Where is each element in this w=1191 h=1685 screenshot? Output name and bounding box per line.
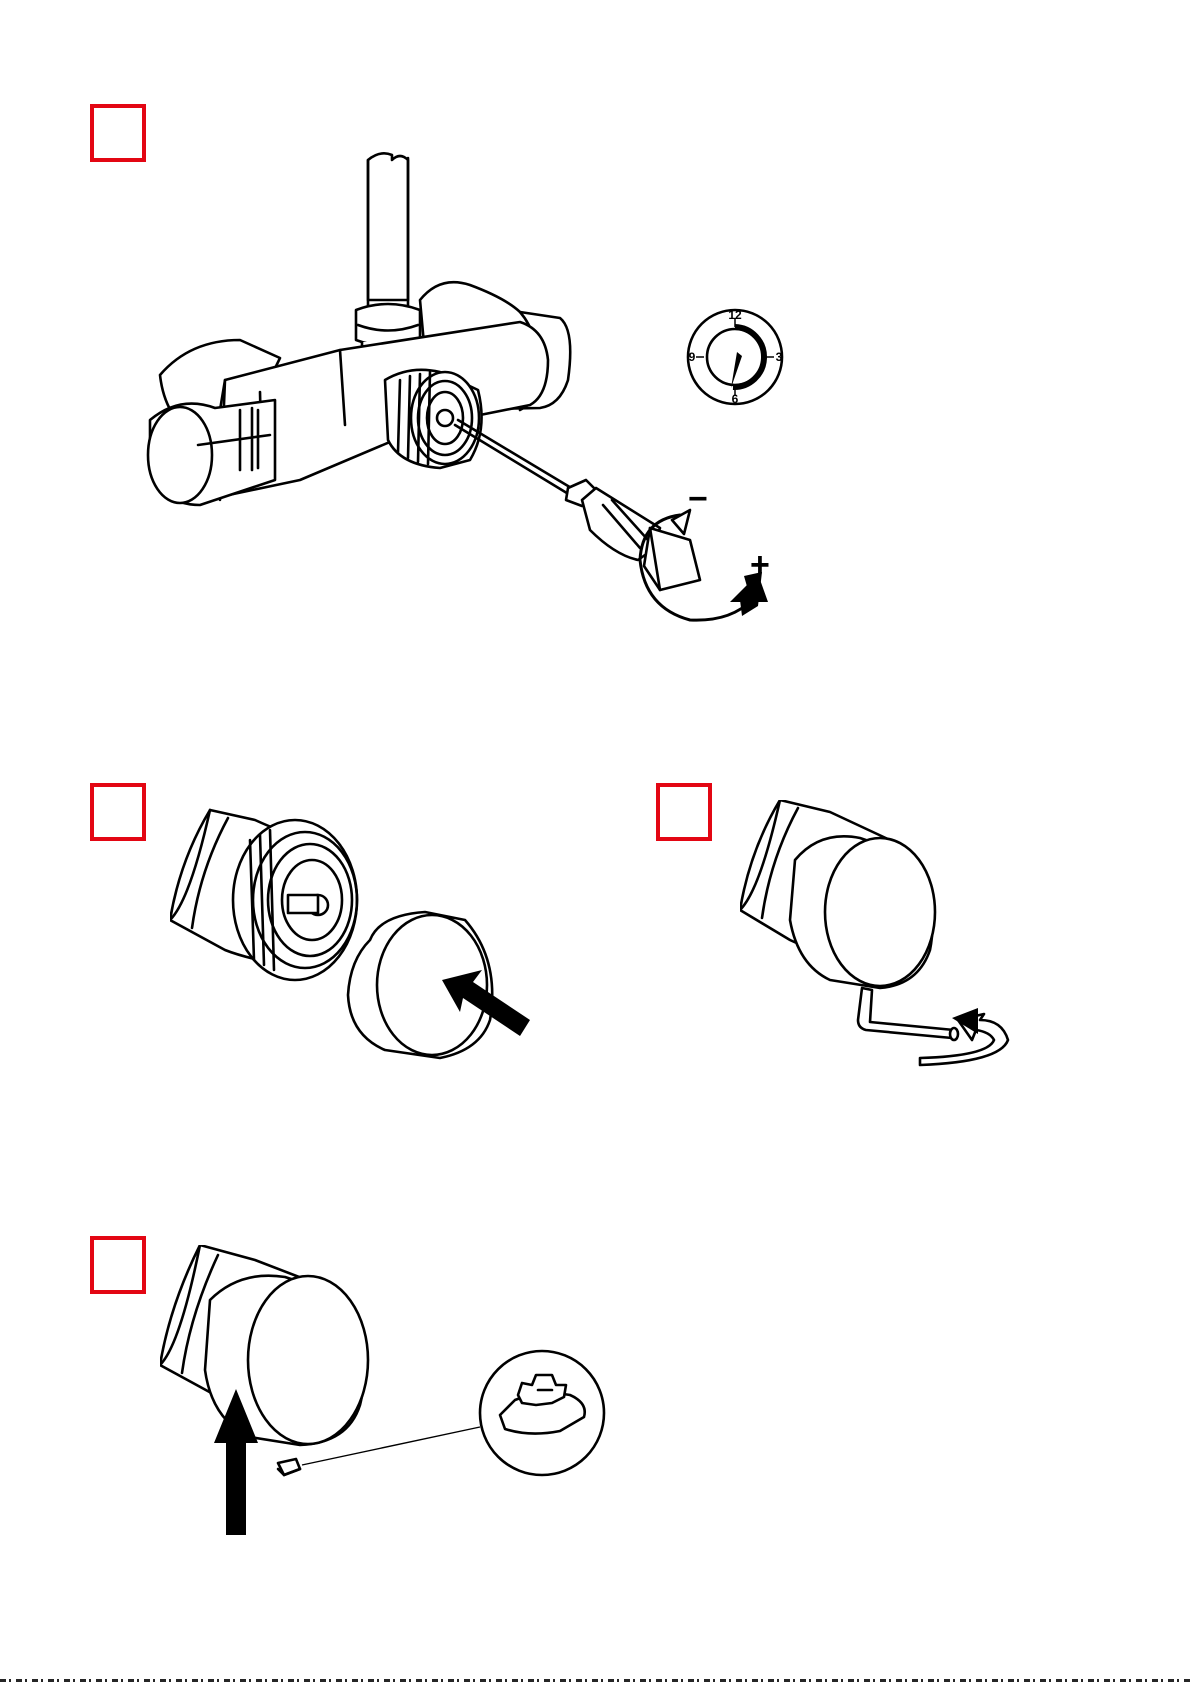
allen-key-icon: [858, 988, 958, 1040]
cover-plug-small: [278, 1459, 300, 1475]
dial-tick-12: 12: [728, 308, 742, 322]
dial-tick-6: 6: [732, 392, 739, 406]
step2-illustration: [170, 800, 590, 1100]
step-marker-4: [90, 1236, 146, 1294]
screwdriver-icon: [455, 420, 700, 590]
footer-print-strip: [0, 1679, 1191, 1682]
supply-pipe: [368, 153, 408, 305]
cap-knob: [790, 836, 935, 988]
dial-tick-9: 9: [689, 350, 696, 364]
cartridge-ring: [385, 370, 482, 468]
magnified-cover-plug: [480, 1351, 604, 1475]
step1-illustration: − + 12 3 6 9: [0, 0, 1191, 680]
plus-sign: +: [750, 546, 770, 584]
minus-sign: −: [688, 480, 708, 518]
dial-tick-3: 3: [776, 350, 783, 364]
step-marker-3: [656, 783, 712, 841]
step-marker-2: [90, 783, 146, 841]
step3-illustration: [740, 800, 1060, 1090]
cartridge-ring: [233, 820, 357, 980]
temperature-dial-icon: [688, 310, 782, 404]
step4-illustration: [160, 1245, 620, 1545]
